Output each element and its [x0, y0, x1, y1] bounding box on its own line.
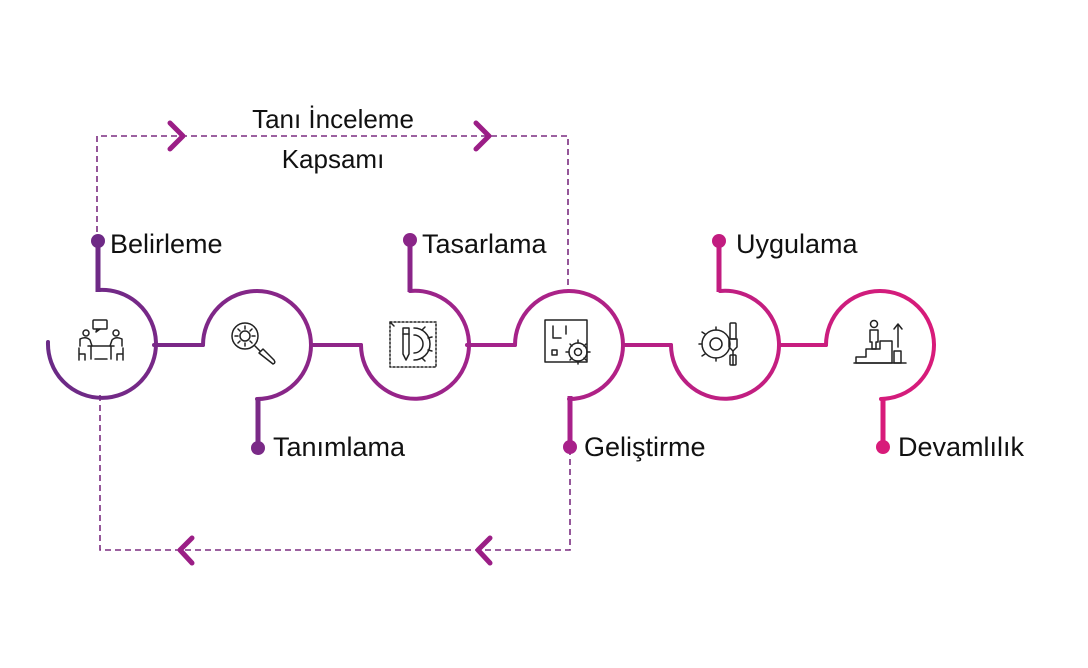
- chevron-right-icon: [167, 120, 186, 152]
- scope-title: Tanı İnceleme Kapsamı: [213, 99, 453, 180]
- dashed-scope-box: [96, 135, 571, 551]
- design-pencil-gear-icon: [389, 321, 437, 368]
- step-pins: [91, 233, 890, 455]
- chevron-left-icon: [475, 535, 493, 566]
- scope-title-line2: Kapsamı: [281, 144, 385, 175]
- gear-tools-icon: [698, 322, 738, 366]
- step-label-uygulama: Uygulama: [736, 229, 858, 259]
- step-label-belirleme: Belirleme: [110, 229, 223, 259]
- chevron-left-icon: [177, 535, 195, 566]
- step-label-devamlilik: Devamlılık: [898, 432, 1025, 462]
- process-path: [45, 287, 936, 401]
- chevron-right-icon: [473, 120, 492, 152]
- scope-arrow-chevrons: [167, 120, 493, 566]
- person-steps-growth-icon: [853, 319, 907, 364]
- blueprint-gear-icon: [544, 319, 591, 365]
- scope-title-line1: Tanı İnceleme: [252, 104, 414, 134]
- step-label-tasarlama: Tasarlama: [422, 229, 547, 259]
- gear-magnifier-icon: [231, 322, 276, 365]
- step-label-gelistirme: Geliştirme: [584, 432, 706, 462]
- step-label-tanimlama: Tanımlama: [273, 432, 406, 462]
- team-meeting-icon: [78, 319, 124, 361]
